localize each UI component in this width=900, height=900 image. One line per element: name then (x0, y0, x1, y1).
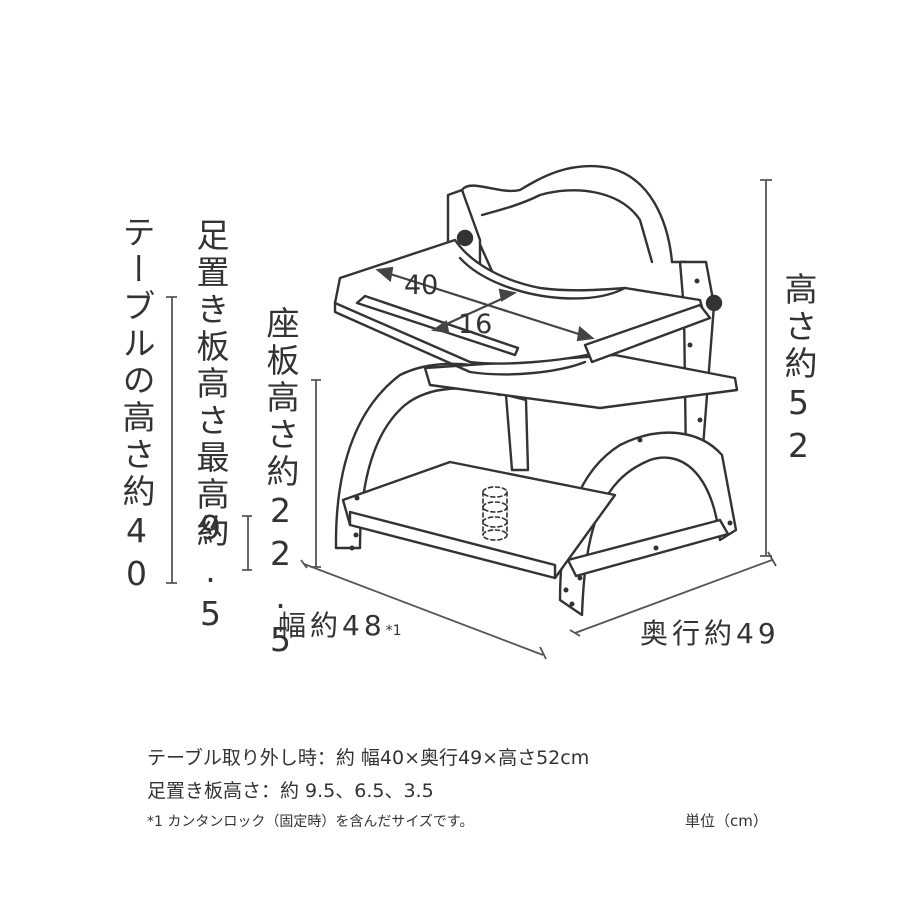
note-footrest-heights: 足置き板高さ：約 9.5、6.5、3.5 (147, 780, 434, 802)
tray (333, 238, 707, 365)
tray-width-arrow-left (375, 266, 394, 283)
seat-board (423, 353, 739, 410)
tray-depth-label: 16 (458, 309, 493, 340)
depth-dimension-line (569, 551, 777, 637)
tray-width-label: 40 (404, 270, 439, 301)
tray-rim (355, 294, 520, 357)
width-footnote-mark: *1 (385, 623, 402, 639)
tray-front-edge (333, 301, 587, 376)
seat-height-label: 座板高さ約22.5 (261, 306, 300, 663)
note-table-removed: テーブル取り外し時：約 幅40×奥行49×高さ52cm (147, 747, 590, 769)
width-dimension-line (300, 559, 547, 660)
footrest-height-label: 足置き板高さ最高約 (191, 218, 230, 551)
screws (349, 278, 733, 607)
width-label-text: 幅約48 (278, 609, 386, 642)
total-height-dimension-line (760, 179, 772, 557)
tray-width-arrow-right (576, 325, 595, 342)
table-height-dimension-line (166, 296, 177, 584)
footrest-front-edge (348, 510, 557, 580)
tray-depth-arrow-right (498, 288, 518, 302)
footrest-height-dimension-line (242, 515, 252, 571)
tray-knob-left (456, 229, 474, 247)
note-footnote: *1 カンタンロック（固定時）を含んだサイズです。 (147, 814, 474, 830)
tray-depth-arrow-left (430, 320, 450, 334)
depth-label: 奥行約49 (640, 617, 780, 650)
lower-rail (566, 518, 730, 578)
backrest-inner (480, 189, 654, 264)
left-back-leg (504, 393, 530, 472)
table-height-label: テーブルの高さ約40 (117, 215, 156, 597)
tray-cutout (458, 256, 627, 300)
width-label: 幅約48*1 (278, 604, 402, 644)
footrest-height-value: 9.5 (191, 508, 230, 637)
tray-bar (583, 303, 712, 364)
tray-depth-dimension-line (439, 294, 509, 329)
backrest (460, 164, 692, 302)
tray-knob-right (705, 294, 723, 312)
total-height-label: 高さ約52 (779, 272, 818, 469)
right-front-post (678, 260, 716, 464)
footrest-slot-marks (482, 486, 508, 541)
unit-label: 単位（cm） (685, 812, 768, 830)
seat-height-dimension-line (311, 379, 321, 568)
tray-width-dimension-line (383, 270, 586, 338)
